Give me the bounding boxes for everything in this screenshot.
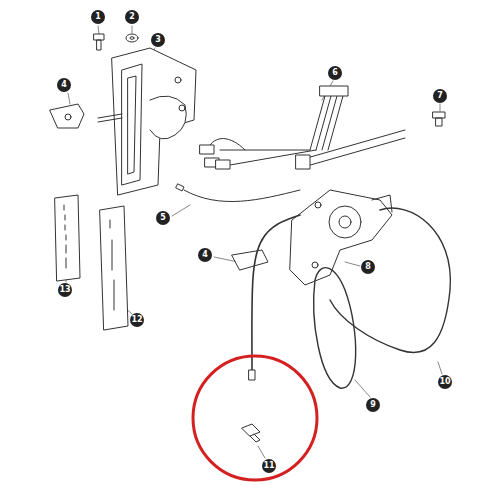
callout-number: 4 xyxy=(57,78,71,92)
callout-number: 13 xyxy=(58,283,72,297)
callout-number: 12 xyxy=(130,313,144,327)
callout-number: 5 xyxy=(156,211,170,225)
callout-number: 4 xyxy=(198,248,212,262)
callout-number: 10 xyxy=(438,375,452,389)
callout-number: 6 xyxy=(328,66,342,80)
callout-number: 8 xyxy=(361,260,375,274)
callout-number: 7 xyxy=(433,89,447,103)
callout-number: 1 xyxy=(91,10,105,24)
callout-number: 3 xyxy=(151,33,165,47)
callout-number: 2 xyxy=(125,10,139,24)
callout-number: 9 xyxy=(366,398,380,412)
callout-number: 11 xyxy=(262,459,276,473)
